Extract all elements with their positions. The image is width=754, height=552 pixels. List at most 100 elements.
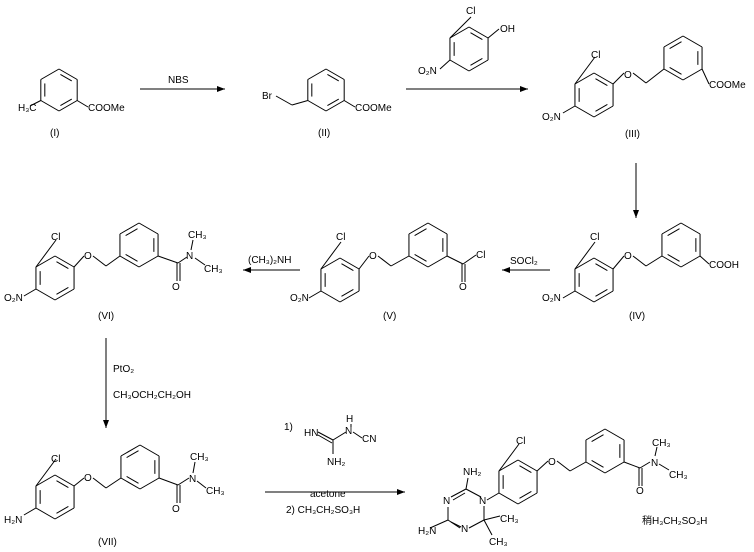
ring-bond — [339, 257, 360, 270]
ester-label: COOMe — [88, 103, 125, 114]
bond — [343, 100, 356, 108]
compound-VI: Cl O N O CH₃ CH₃ O₂N (VI) — [4, 230, 223, 322]
ring-bond — [593, 290, 614, 303]
ring-bond — [680, 255, 701, 268]
bond — [574, 241, 596, 270]
bond — [158, 477, 179, 486]
reagent-pto2: PtO₂ — [113, 364, 134, 375]
carbonyl-o-label: O — [459, 282, 467, 293]
reagent-solvent: CH₃OCH₂CH₂OH — [113, 390, 191, 401]
double-bond — [56, 261, 69, 269]
bond — [701, 68, 710, 85]
ring-bond — [680, 222, 701, 235]
cl-label: Cl — [591, 50, 600, 61]
bond — [390, 255, 410, 267]
bond — [536, 460, 549, 472]
bond — [569, 461, 587, 472]
ring-bond — [585, 461, 606, 474]
ring-bond — [339, 290, 360, 303]
cl-label: Cl — [516, 436, 525, 447]
arrowhead-icon — [397, 489, 405, 495]
ring-bond — [604, 428, 625, 441]
ring-bond — [54, 255, 75, 268]
bond — [699, 255, 710, 265]
bond — [639, 461, 651, 469]
amine-label: H₂N — [4, 515, 22, 526]
arrowhead-icon — [243, 267, 251, 273]
ring-bond — [119, 222, 140, 235]
ring-bond — [307, 100, 327, 112]
ring-bond — [120, 477, 141, 490]
bond — [645, 68, 665, 84]
ring-bond — [663, 35, 684, 48]
oh-label: OH — [500, 24, 515, 35]
double-bond — [56, 287, 69, 295]
compound-label: (V) — [383, 311, 396, 322]
nh-n-label: N — [345, 426, 352, 437]
bond — [352, 431, 363, 439]
ring-bond — [585, 428, 606, 441]
bond — [92, 477, 107, 489]
bond — [556, 460, 571, 472]
compound-label: (VII) — [98, 537, 117, 548]
bond — [465, 477, 469, 490]
bond — [76, 100, 89, 108]
ring-bond — [35, 474, 56, 487]
bond — [429, 519, 449, 529]
double-bond — [60, 74, 73, 82]
ring-bond — [468, 59, 489, 72]
bond — [194, 257, 206, 266]
amino-top-label: NH₂ — [463, 467, 481, 478]
cl-label: Cl — [590, 232, 599, 243]
ether-o-label: O — [84, 473, 92, 484]
compound-IV: Cl O COOH O₂N (IV) — [542, 232, 739, 322]
reagent-socl2: SOCl₂ — [510, 256, 538, 267]
double-bond — [669, 67, 682, 75]
arrows — [103, 86, 639, 495]
double-bond — [591, 460, 604, 468]
ring-bond — [35, 255, 56, 268]
double-bond — [452, 492, 466, 501]
ether-o-label: O — [624, 251, 632, 262]
ring-bond — [40, 100, 60, 112]
salt-label: 稍H₃CH₂SO₃H — [642, 514, 707, 527]
step-number: 1) — [284, 422, 293, 433]
double-bond — [341, 263, 354, 271]
ring-bond — [468, 26, 489, 39]
bond — [320, 241, 342, 270]
ring-bond — [661, 222, 682, 235]
ring-bond — [408, 222, 429, 235]
bond — [196, 480, 207, 489]
final-product: Cl O N O CH₃ CH₃ NH₂ N N N H₂N CH₃ CH₃ 稍… — [418, 436, 707, 548]
ring-bond — [449, 26, 470, 39]
double-bond — [327, 74, 340, 82]
double-bond — [56, 480, 69, 488]
bond — [487, 28, 500, 39]
bond — [317, 434, 333, 444]
bond — [35, 458, 57, 487]
cl-label: Cl — [466, 6, 475, 17]
double-bond — [667, 228, 680, 236]
triazine-n1-label: N — [479, 496, 486, 507]
bond — [658, 463, 670, 471]
ring-bond — [682, 35, 703, 48]
acid-label: COOH — [709, 260, 739, 271]
double-bond — [519, 491, 532, 499]
double-bond — [126, 450, 139, 458]
cl-label: Cl — [51, 454, 60, 465]
bond — [498, 443, 520, 472]
bond — [449, 16, 472, 39]
amino-left-label: H₂N — [418, 526, 436, 537]
ring-bond — [138, 222, 159, 235]
ring-bond — [408, 255, 429, 268]
double-bond — [60, 98, 73, 106]
nitro-label: O₂N — [418, 66, 437, 77]
bond — [483, 515, 501, 521]
nitro-label: O₂N — [290, 293, 309, 304]
compound-V: Cl O Cl O O₂N (V) — [290, 232, 485, 322]
double-bond — [595, 78, 608, 86]
ring-bond — [517, 459, 538, 472]
double-bond — [341, 289, 354, 297]
methyl-label: CH₃ — [652, 438, 671, 449]
bond — [645, 255, 663, 267]
